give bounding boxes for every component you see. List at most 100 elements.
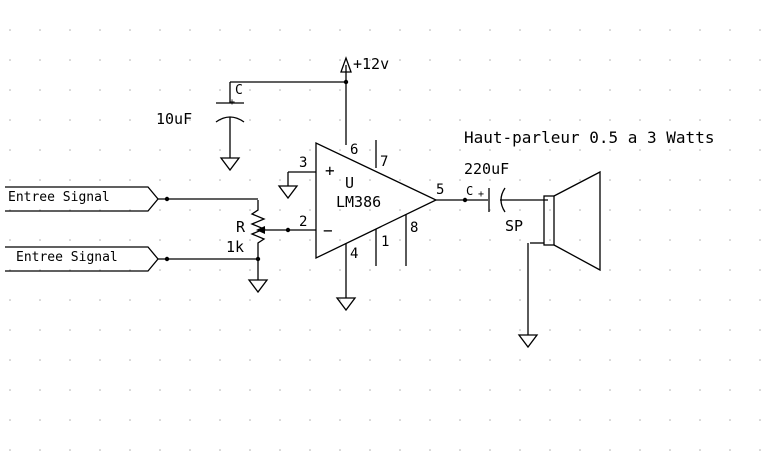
grid-dot <box>129 89 131 91</box>
grid-dot <box>759 119 761 121</box>
grid-dot <box>699 389 701 391</box>
grid-dot <box>69 389 71 391</box>
grid-dot <box>429 449 431 451</box>
grid-dot <box>279 299 281 301</box>
grid-dot <box>549 419 551 421</box>
grid-dot <box>189 299 191 301</box>
grid-dot <box>729 119 731 121</box>
grid-dot <box>639 119 641 121</box>
grid-dot <box>429 359 431 361</box>
grid-dot <box>9 389 11 391</box>
amp-ref: U <box>345 174 354 192</box>
grid-dot <box>639 239 641 241</box>
grid-dot <box>219 149 221 151</box>
grid-dot <box>489 59 491 61</box>
grid-dot <box>609 269 611 271</box>
grid-dot <box>729 389 731 391</box>
grid-dot <box>249 149 251 151</box>
grid-dot <box>429 179 431 181</box>
grid-dot <box>159 149 161 151</box>
grid-dot <box>549 239 551 241</box>
grid-dot <box>729 449 731 451</box>
grid-dot <box>129 329 131 331</box>
grid-dot <box>459 299 461 301</box>
grid-dot <box>99 329 101 331</box>
grid-dot <box>129 419 131 421</box>
grid-dot <box>639 269 641 271</box>
grid-dot <box>309 179 311 181</box>
grid-dot <box>279 269 281 271</box>
pin4-label: 4 <box>350 246 358 262</box>
grid-dot <box>759 359 761 361</box>
grid-dot <box>39 299 41 301</box>
grid-dot <box>339 419 341 421</box>
grid-dot <box>429 419 431 421</box>
grid-dot <box>639 59 641 61</box>
grid-dot <box>639 209 641 211</box>
grid-dot <box>129 449 131 451</box>
grid-dot <box>39 449 41 451</box>
grid-dot <box>219 59 221 61</box>
grid-dot <box>729 29 731 31</box>
grid-dot <box>369 269 371 271</box>
grid-dot <box>609 419 611 421</box>
grid-dot <box>609 89 611 91</box>
junction-dot <box>462 197 468 203</box>
grid-dot <box>339 59 341 61</box>
grid-dot <box>579 419 581 421</box>
grid-dot <box>609 179 611 181</box>
grid-dot <box>279 359 281 361</box>
grid-dot <box>339 209 341 211</box>
grid-dot <box>399 419 401 421</box>
grid-dot <box>69 29 71 31</box>
grid-dot <box>339 449 341 451</box>
ground-icon <box>219 157 241 172</box>
grid-dot <box>699 209 701 211</box>
grid-dot <box>549 179 551 181</box>
grid-dot <box>249 329 251 331</box>
grid-dot <box>759 449 761 451</box>
grid-dot <box>159 329 161 331</box>
junction-dot <box>285 227 291 233</box>
grid-dot <box>99 389 101 391</box>
grid-dot <box>309 209 311 211</box>
grid-dot <box>9 179 11 181</box>
grid-dot <box>39 59 41 61</box>
grid-dot <box>669 269 671 271</box>
grid-dot <box>309 419 311 421</box>
grid-dot <box>129 389 131 391</box>
grid-dot <box>759 269 761 271</box>
grid-dot <box>609 29 611 31</box>
grid-dot <box>489 179 491 181</box>
grid-dot <box>219 239 221 241</box>
grid-dot <box>459 149 461 151</box>
grid-dot <box>759 299 761 301</box>
grid-dot <box>249 29 251 31</box>
grid-dot <box>699 89 701 91</box>
grid-dot <box>9 419 11 421</box>
grid-dot <box>99 89 101 91</box>
grid-dot <box>69 149 71 151</box>
grid-dot <box>249 119 251 121</box>
grid-dot <box>249 239 251 241</box>
minus-input-sign: − <box>323 221 333 240</box>
grid-dot <box>669 209 671 211</box>
grid-dot <box>219 89 221 91</box>
grid-dot <box>429 209 431 211</box>
pot-resistor-zigzag <box>250 200 266 272</box>
pin3-label: 3 <box>299 155 307 171</box>
grid-dot <box>249 449 251 451</box>
grid-dot <box>699 269 701 271</box>
grid-dot <box>669 389 671 391</box>
wiper-arrow-icon <box>256 226 265 234</box>
grid-dot <box>189 149 191 151</box>
grid-dot <box>399 59 401 61</box>
grid-dot <box>759 239 761 241</box>
ground-icon <box>247 279 269 294</box>
grid-dot <box>9 239 11 241</box>
grid-dot <box>489 329 491 331</box>
grid-dot <box>69 329 71 331</box>
grid-dot <box>729 239 731 241</box>
grid-dot <box>99 299 101 301</box>
grid-dot <box>279 59 281 61</box>
